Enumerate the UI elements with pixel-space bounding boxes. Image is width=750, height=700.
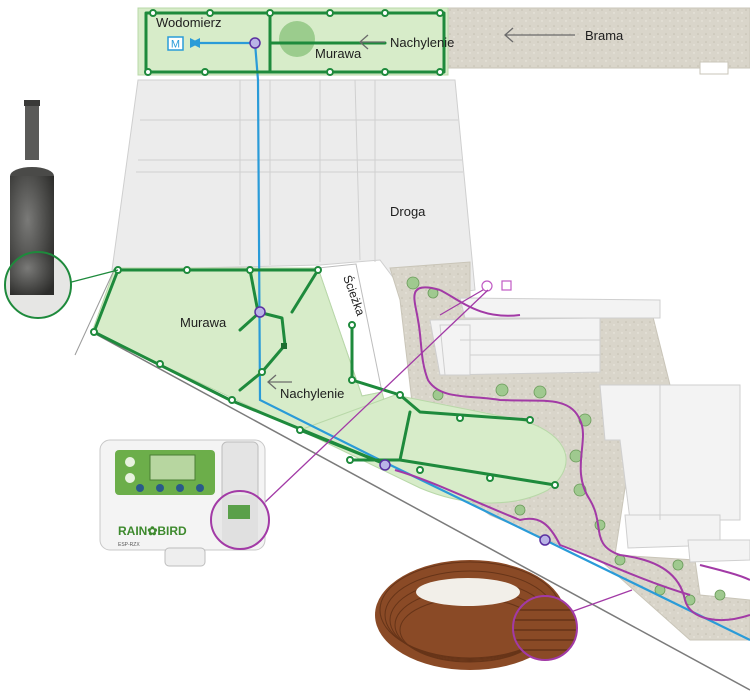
water-meter: M (167, 36, 200, 51)
meter-symbol-label: M (171, 39, 180, 51)
water-meter-label: Wodomierz (156, 15, 222, 30)
slope-main-label: Nachylenie (280, 386, 344, 401)
controller-brand: RAIN✿BIRD (118, 524, 187, 538)
gate-label: Brama (585, 28, 624, 43)
slope-top-label: Nachylenie (390, 35, 454, 50)
sprinkler-heads (90, 9, 559, 489)
controller-model: ESP-RZX (118, 542, 140, 548)
lawn-top-label: Murawa (315, 46, 362, 61)
hardscape (111, 7, 750, 641)
road-label: Droga (390, 204, 426, 219)
arrow-left-icon (267, 27, 575, 390)
lawn-main-label: Murawa (180, 315, 227, 330)
drip-tubing-coil-icon (375, 560, 578, 670)
valve-markers (249, 37, 551, 546)
irrigation-controller-icon: RAIN✿BIRD ESP-RZX (99, 439, 270, 567)
drip-line (394, 280, 750, 621)
pop-up-sprinkler-icon (4, 100, 72, 319)
